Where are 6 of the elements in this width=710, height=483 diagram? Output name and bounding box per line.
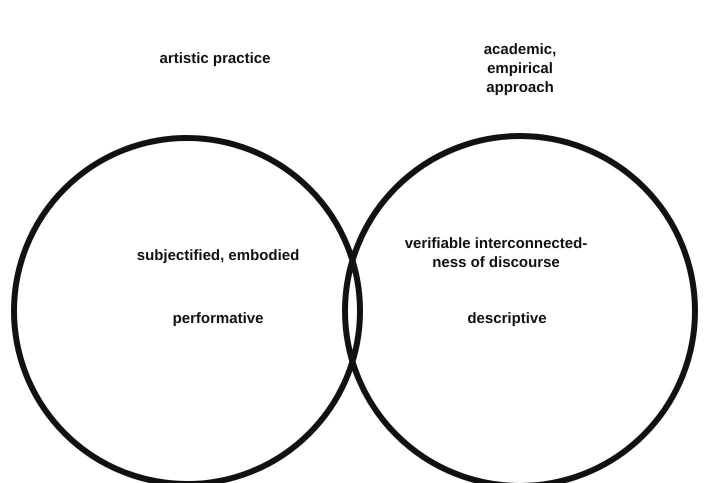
region-label: subjectified, embodied <box>136 246 300 265</box>
set-heading: artistic practice <box>158 49 272 68</box>
region-label: descriptive <box>466 309 548 328</box>
set-heading: academic, empirical approach <box>482 40 558 97</box>
region-label: verifiable interconnected- ness of discourse <box>404 234 588 272</box>
region-label: performative <box>172 309 264 328</box>
